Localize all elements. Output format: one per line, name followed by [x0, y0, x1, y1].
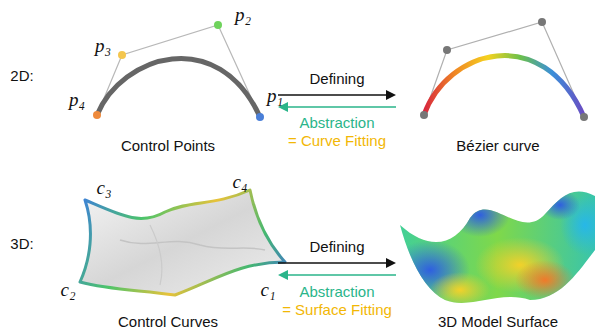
edge-label: Defining [309, 71, 364, 88]
note-label: 3D: [10, 236, 33, 253]
panel-caption: Control Curves [118, 313, 218, 330]
panel-caption: Control Points [121, 137, 215, 154]
control-label: c₄ [232, 172, 247, 193]
panel-caption: Bézier curve [456, 137, 539, 154]
arrow-connector [278, 102, 396, 112]
panel-caption: 3D Model Surface [438, 313, 558, 330]
control-label: p₃ [95, 36, 111, 57]
control-label: p₁ [267, 86, 283, 107]
note-label: = Curve Fitting [288, 133, 386, 150]
illustration-panel: 3D Model Surface [398, 180, 598, 330]
arrow-connector [278, 258, 396, 268]
arrow-connector [278, 90, 396, 100]
arrowhead [386, 258, 396, 268]
arrowhead [386, 90, 396, 100]
edge-label: Abstraction [299, 115, 374, 132]
illustration-panel: Bézier curve [398, 8, 598, 154]
note-label: 2D: [10, 68, 33, 85]
control-label: c₁ [260, 280, 275, 301]
control-label: c₂ [60, 280, 75, 301]
illustration-panel: Control Points [60, 8, 276, 154]
control-label: p₂ [235, 5, 251, 26]
arrow-connector [278, 270, 396, 280]
arrowhead [278, 270, 288, 280]
edge-label: Abstraction [299, 284, 374, 301]
control-label: c₃ [96, 178, 111, 199]
illustration-panel: Control Curves [60, 180, 276, 330]
edge-label: Defining [309, 239, 364, 256]
control-label: p₄ [69, 90, 85, 111]
note-label: = Surface Fitting [282, 302, 392, 319]
